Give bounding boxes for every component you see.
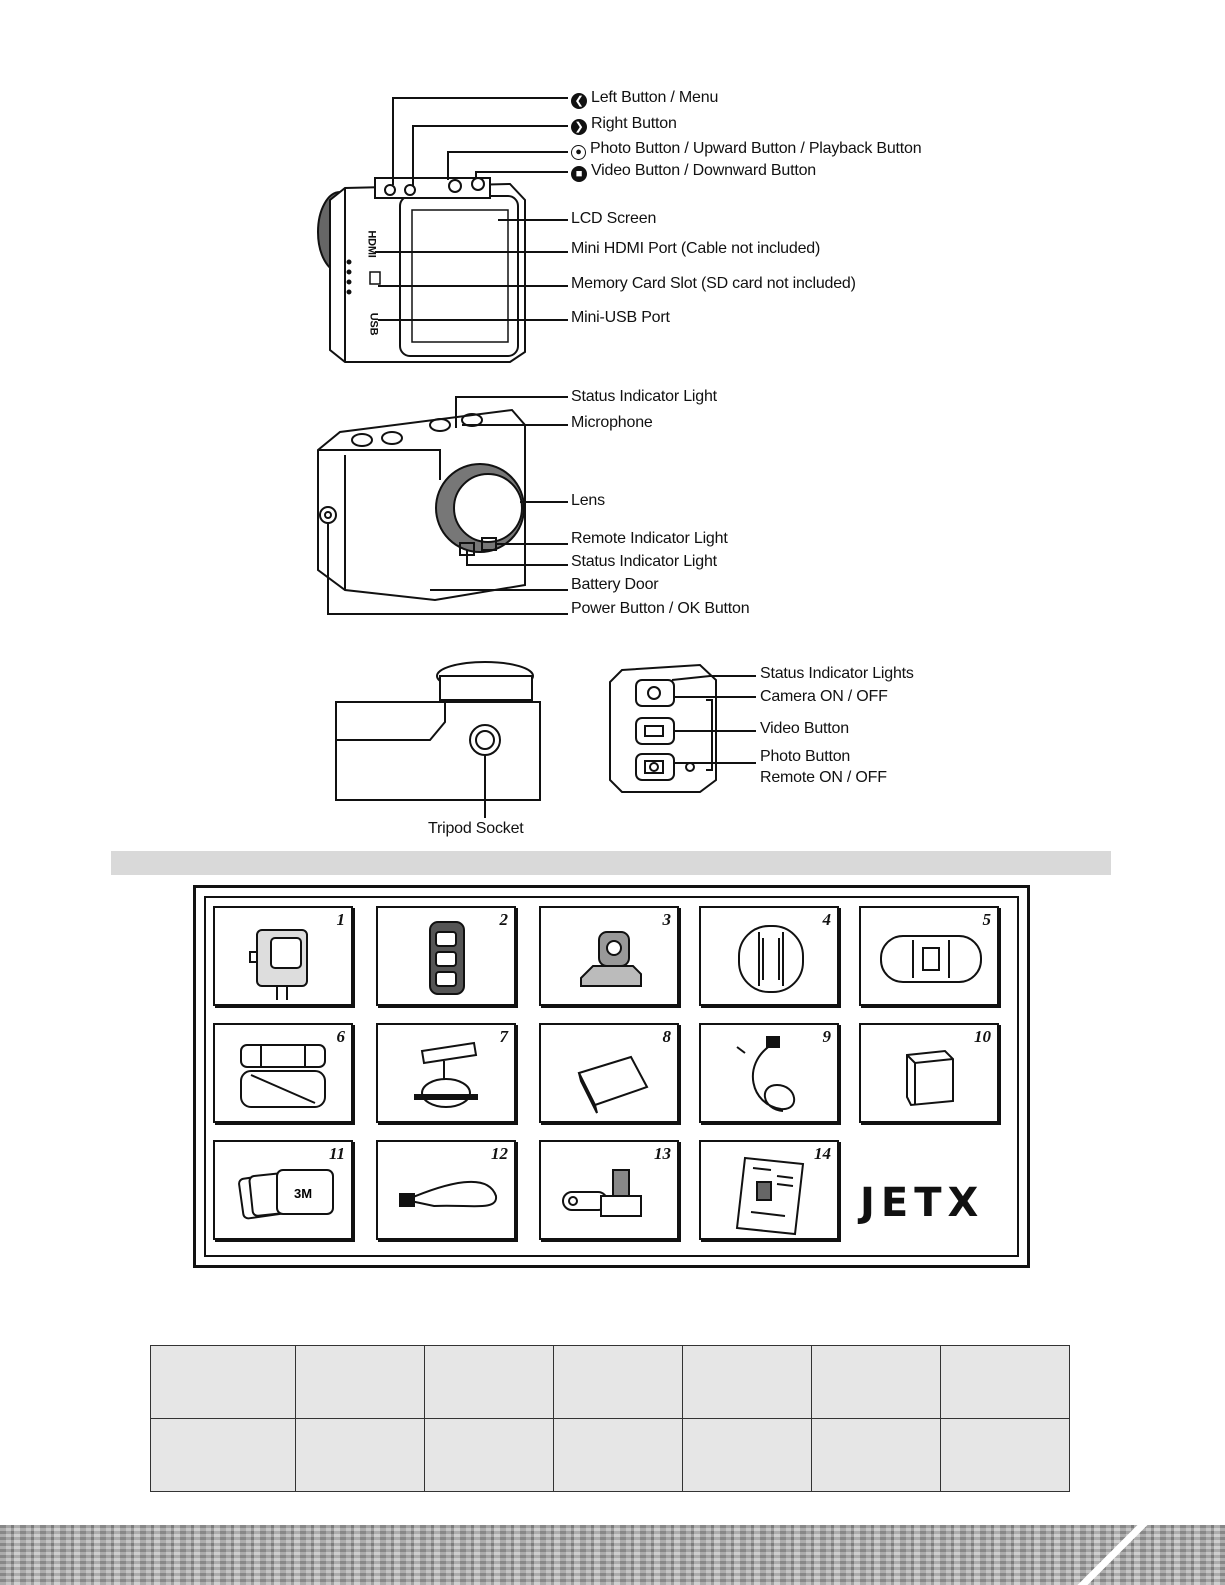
table-cell: [424, 1345, 554, 1419]
label-camera-on-off: Camera ON / OFF: [760, 688, 888, 705]
label-power-button: Power Button / OK Button: [571, 600, 750, 617]
adhesive-pads-icon: 3M: [238, 1169, 334, 1220]
label-remote-on-off: Remote ON / OFF: [760, 769, 887, 786]
handlebar-mount-icon: [414, 1041, 478, 1108]
accessory-usb-cable: 9: [699, 1023, 839, 1123]
camera-diagrams: [317, 97, 756, 818]
table-cell: [553, 1418, 683, 1492]
label-microphone: Microphone: [571, 414, 653, 431]
strap-icon: [399, 1180, 498, 1208]
accessories-inner-border: [204, 896, 1019, 1257]
battery-icon: [577, 1055, 649, 1114]
table-row: [150, 1418, 1070, 1492]
charger-icon: [906, 1049, 954, 1107]
label-tripod-socket: Tripod Socket: [428, 820, 524, 837]
label-status-light-top: Status Indicator Light: [571, 388, 717, 405]
jetx-logo: JETX: [860, 1180, 985, 1226]
table-cell: [811, 1418, 941, 1492]
label-lens: Lens: [571, 492, 605, 509]
usb-cable-icon: [736, 1036, 796, 1112]
label-right-button: ❯Right Button: [571, 115, 677, 135]
table-row: [150, 1345, 1070, 1419]
table-cell: [682, 1345, 812, 1419]
waterproof-case-icon: [249, 929, 308, 1000]
video-icon: ■: [571, 166, 587, 182]
lens-glass: [453, 473, 523, 543]
accessory-strap: 12: [376, 1140, 516, 1240]
label-left-button: ❮Left Button / Menu: [571, 89, 718, 109]
camera-usb-marking: USB: [367, 312, 380, 336]
label-photo-button: ●Photo Button / Upward Button / Playback…: [571, 140, 922, 160]
accessory-handlebar-mount: 7: [376, 1023, 516, 1123]
accessory-battery: 8: [539, 1023, 679, 1123]
accessory-curved-mount: 5: [859, 906, 999, 1006]
table-cell: [811, 1345, 941, 1419]
accessory-adhesive-pads: 11 3M: [213, 1140, 353, 1240]
user-manual-icon: [735, 1156, 805, 1236]
table-cell: [424, 1418, 554, 1492]
accessory-waterproof-case: 1: [213, 906, 353, 1006]
left-arrow-icon: ❮: [571, 93, 587, 109]
section-divider-band: [111, 851, 1111, 875]
tripod-adapter-icon: [562, 1169, 642, 1217]
mount-buckle-icon: [580, 931, 642, 987]
curved-mount-icon: [880, 935, 982, 983]
table-cell: [295, 1345, 425, 1419]
accessory-charger: 10: [859, 1023, 999, 1123]
label-mini-usb: Mini-USB Port: [571, 309, 670, 326]
footer-slash-decoration: [1077, 1525, 1148, 1585]
table-cell: [150, 1345, 296, 1419]
accessory-user-manual: 14: [699, 1140, 839, 1240]
accessories-panel: [193, 885, 1030, 1268]
label-remote-light: Remote Indicator Light: [571, 530, 728, 547]
label-remote-video: Video Button: [760, 720, 849, 737]
label-status-lights: Status Indicator Lights: [760, 665, 914, 682]
label-mini-hdmi: Mini HDMI Port (Cable not included): [571, 240, 821, 257]
label-battery-door: Battery Door: [571, 576, 659, 593]
accessory-remote: 2: [376, 906, 516, 1006]
camera-body-bottom: [335, 701, 541, 801]
label-lcd-screen: LCD Screen: [571, 210, 657, 227]
footer-texture-band: [0, 1525, 1225, 1585]
table-cell: [682, 1418, 812, 1492]
remote-icon: [429, 921, 465, 995]
label-video-button: ■Video Button / Downward Button: [571, 162, 816, 182]
accessory-tripod-adapter: 13: [539, 1140, 679, 1240]
right-arrow-icon: ❯: [571, 119, 587, 135]
label-status-light-bottom: Status Indicator Light: [571, 553, 717, 570]
table-cell: [940, 1418, 1070, 1492]
footer-texture-overlay: [0, 1525, 1225, 1585]
extension-arm-icon: [240, 1044, 326, 1108]
table-cell: [553, 1345, 683, 1419]
spec-table: [150, 1345, 1070, 1492]
accessory-mount-buckle: 3: [539, 906, 679, 1006]
label-memory-card: Memory Card Slot (SD card not included): [571, 275, 856, 292]
accessory-flat-mount: 4: [699, 906, 839, 1006]
flat-mount-icon: [738, 925, 804, 993]
adhesive-3m-text: 3M: [294, 1186, 312, 1201]
table-cell: [940, 1345, 1070, 1419]
table-cell: [150, 1418, 296, 1492]
camera-icon: ●: [571, 145, 586, 160]
camera-hdmi-marking: HDMI: [365, 230, 378, 258]
lcd-screen-glass: [411, 209, 509, 343]
accessory-extension-arm: 6: [213, 1023, 353, 1123]
table-cell: [295, 1418, 425, 1492]
label-remote-photo: Photo Button: [760, 748, 851, 765]
